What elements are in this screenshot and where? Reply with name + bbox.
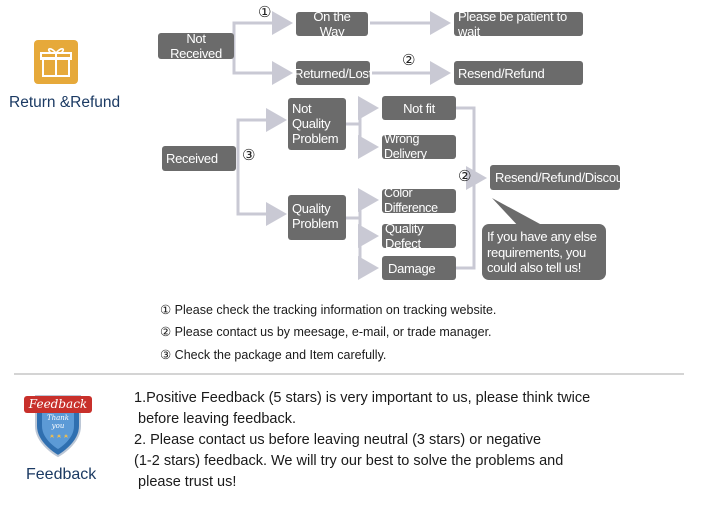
gift-box-icon bbox=[34, 40, 78, 84]
arrow-to-color-diff bbox=[346, 188, 379, 220]
speech-tail bbox=[492, 198, 540, 228]
feedback-line-5: please trust us! bbox=[134, 474, 237, 490]
arrow-to-wrong-delivery bbox=[358, 124, 379, 159]
returned-lost-box: Returned/Lost bbox=[294, 61, 372, 85]
not-quality-problem-box: Not Quality Problem bbox=[288, 98, 346, 150]
not-received-box: Not Received bbox=[158, 31, 234, 61]
badge-title: Feedback bbox=[28, 397, 88, 411]
resend-refund-box: Resend/Refund bbox=[454, 61, 583, 85]
arrow-to-returned bbox=[232, 46, 293, 85]
wrong-delivery-box: Wrong Delivery bbox=[382, 132, 456, 161]
note-3: ③ Check the package and Item carefully. bbox=[160, 348, 387, 362]
arrow-to-quality bbox=[236, 158, 287, 226]
feedback-line-4: (1-2 stars) feedback. We will try our be… bbox=[134, 453, 564, 469]
resend-refund-discount-box: Resend/Refund/Discount bbox=[490, 165, 633, 190]
patient-box: Please be patient to wait bbox=[454, 9, 583, 39]
marker-2b: ② bbox=[458, 167, 472, 185]
feedback-line-3: 2. Please contact us before leaving neut… bbox=[134, 432, 542, 448]
marker-3: ③ bbox=[242, 146, 256, 164]
feedback-label: Feedback bbox=[26, 466, 97, 483]
marker-2a: ② bbox=[402, 51, 416, 69]
arrow-to-not-quality bbox=[236, 108, 287, 158]
quality-problem-box: Quality Problem bbox=[288, 195, 346, 240]
damage-box: Damage bbox=[382, 256, 456, 280]
note-2: ② Please contact us by meesage, e-mail, … bbox=[160, 325, 492, 339]
color-difference-box: Color Difference bbox=[382, 186, 456, 215]
arrow-to-quality-defect bbox=[358, 218, 379, 248]
on-the-way-box: On the Way bbox=[296, 9, 368, 39]
arrow-to-on-the-way bbox=[232, 11, 293, 46]
received-box: Received bbox=[162, 146, 236, 171]
arrow-to-not-fit bbox=[346, 96, 379, 126]
feedback-shield-icon: Feedback Thank you bbox=[22, 386, 94, 462]
marker-1: ① bbox=[258, 3, 272, 21]
not-fit-box: Not fit bbox=[382, 96, 456, 120]
feedback-line-1: 1.Positive Feedback (5 stars) is very im… bbox=[134, 390, 591, 406]
badge-subtitle: Thank you bbox=[46, 414, 70, 430]
feedback-line-2: before leaving feedback. bbox=[134, 411, 297, 427]
arrow-to-damage bbox=[358, 236, 379, 280]
collector-line bbox=[456, 106, 476, 270]
quality-defect-box: Quality Defect bbox=[382, 221, 456, 251]
note-1: ① Please check the tracking information … bbox=[160, 303, 497, 317]
speech-bubble: If you have any else requirements, you c… bbox=[482, 224, 606, 280]
return-refund-title: Return &Refund bbox=[9, 94, 121, 111]
